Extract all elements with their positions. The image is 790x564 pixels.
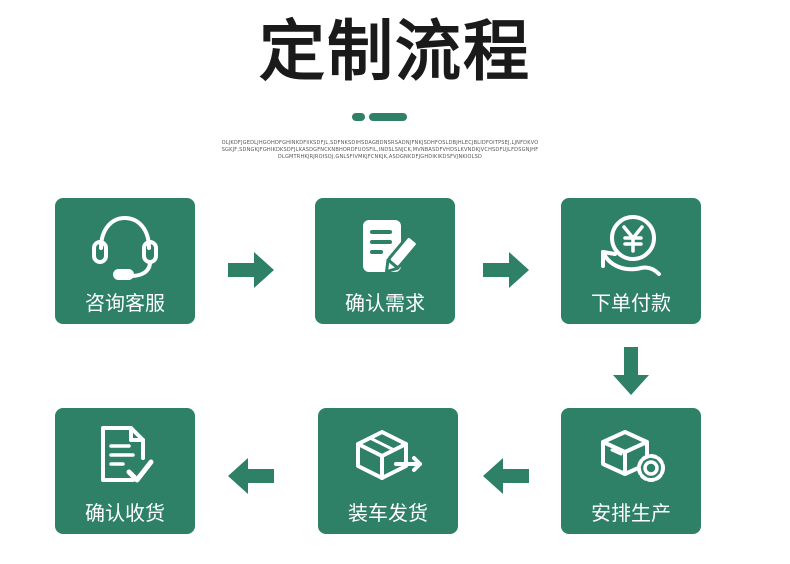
step-label: 装车发货 bbox=[348, 501, 428, 525]
subtitle-text: OLJKDFJGEDLJHGOHDFGHINKDFIIKSDFJL,SDFNKS… bbox=[221, 140, 539, 160]
title-decoration-dot bbox=[352, 113, 365, 121]
step-arrange-production: 安排生产 bbox=[561, 408, 701, 534]
box-gear-icon bbox=[595, 420, 667, 492]
step-label: 确认收货 bbox=[85, 501, 165, 525]
document-edit-icon bbox=[349, 210, 421, 282]
step-confirm-receipt: 确认收货 bbox=[55, 408, 195, 534]
step-label: 咨询客服 bbox=[85, 291, 165, 315]
step-label: 下单付款 bbox=[591, 291, 671, 315]
arrow-right-icon bbox=[483, 252, 529, 288]
document-check-icon bbox=[89, 420, 161, 492]
step-label: 确认需求 bbox=[345, 291, 425, 315]
yen-coin-hand-icon bbox=[595, 210, 667, 282]
headset-icon bbox=[89, 210, 161, 282]
step-consult-service: 咨询客服 bbox=[55, 198, 195, 324]
arrow-down-icon bbox=[613, 347, 649, 395]
page-title: 定制流程 bbox=[259, 13, 531, 90]
box-ship-icon bbox=[352, 420, 424, 492]
step-confirm-needs: 确认需求 bbox=[315, 198, 455, 324]
step-load-ship: 装车发货 bbox=[318, 408, 458, 534]
arrow-left-icon bbox=[483, 458, 529, 494]
arrow-right-icon bbox=[228, 252, 274, 288]
step-place-order-pay: 下单付款 bbox=[561, 198, 701, 324]
step-label: 安排生产 bbox=[591, 501, 671, 525]
arrow-left-icon bbox=[228, 458, 274, 494]
title-decoration-bar bbox=[369, 113, 407, 121]
